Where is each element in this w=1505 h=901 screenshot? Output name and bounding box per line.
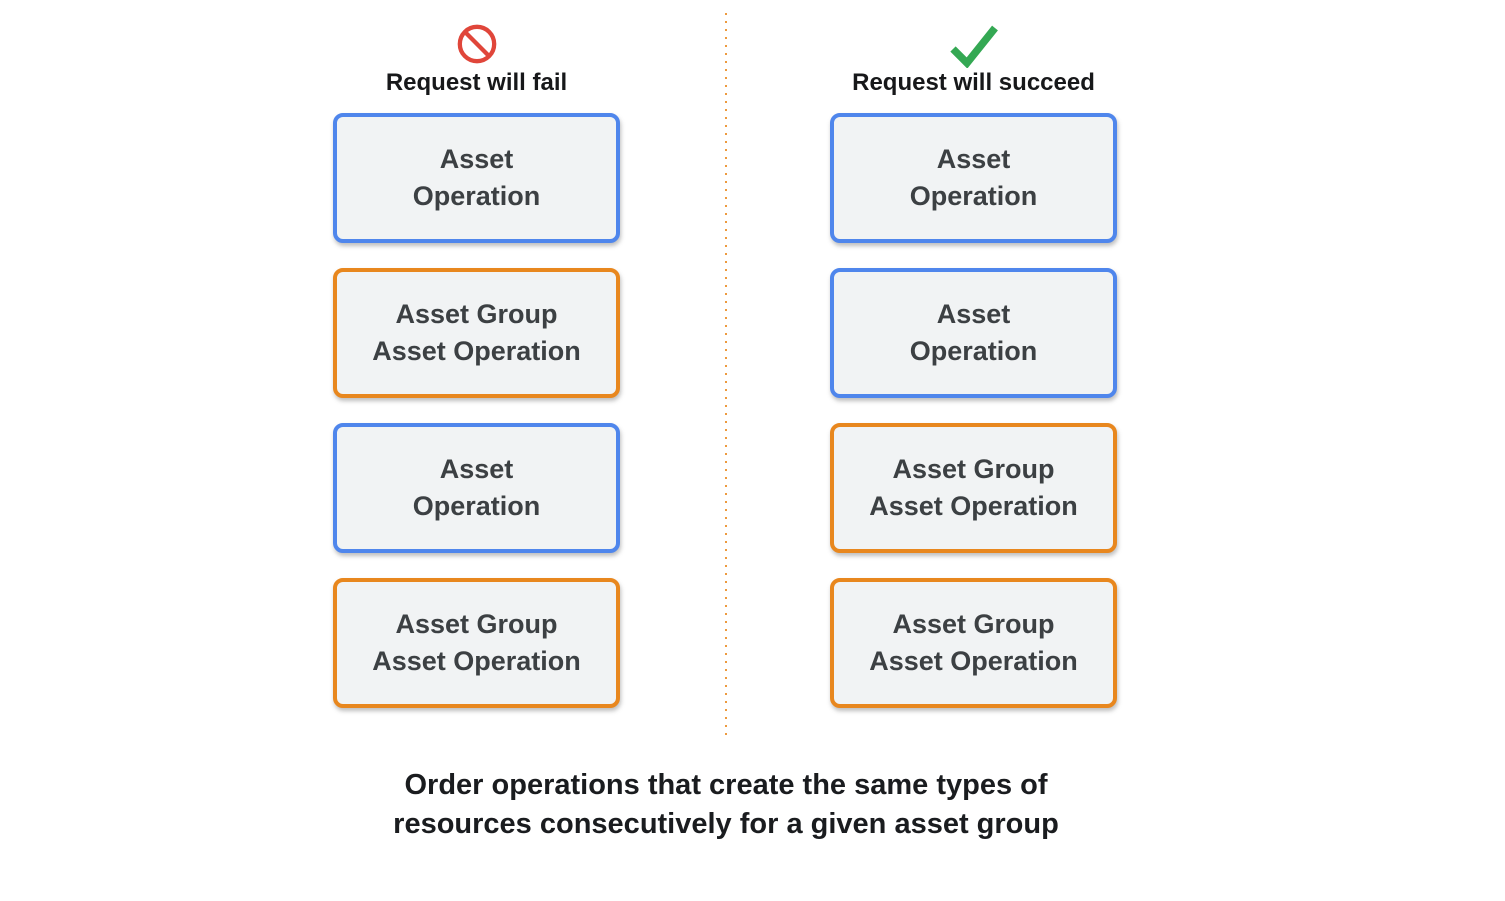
checkmark-icon <box>949 25 998 68</box>
fail-icon-wrap <box>333 20 620 68</box>
box-label: Asset Group Asset Operation <box>869 609 1078 676</box>
fail-column-boxes: Asset Operation Asset Group Asset Operat… <box>333 113 620 708</box>
box-label: Asset Group Asset Operation <box>869 454 1078 521</box>
box-asset-operation: Asset Operation <box>830 113 1117 243</box>
box-asset-group-asset-operation: Asset Group Asset Operation <box>333 268 620 398</box>
box-asset-operation: Asset Operation <box>333 423 620 553</box>
succeed-column-title: Request will succeed <box>852 69 1095 96</box>
diagram-caption: Order operations that create the same ty… <box>393 769 1059 840</box>
box-label: Asset Operation <box>909 144 1038 211</box>
box-label: Asset Operation <box>412 144 541 211</box>
box-label: Asset Operation <box>909 299 1038 366</box>
box-label: Asset Group Asset Operation <box>372 299 581 366</box>
succeed-icon-wrap <box>830 20 1117 68</box>
box-asset-group-asset-operation: Asset Group Asset Operation <box>333 578 620 708</box>
box-label: Asset Group Asset Operation <box>372 609 581 676</box>
box-asset-group-asset-operation: Asset Group Asset Operation <box>830 423 1117 553</box>
fail-column-title: Request will fail <box>385 69 568 96</box>
prohibition-icon <box>457 24 496 64</box>
box-asset-group-asset-operation: Asset Group Asset Operation <box>830 578 1117 708</box>
box-asset-operation: Asset Operation <box>830 268 1117 398</box>
box-label: Asset Operation <box>412 454 541 521</box>
dotted-divider-line <box>725 13 727 738</box>
succeed-column-boxes: Asset Operation Asset Operation Asset Gr… <box>830 113 1117 708</box>
box-asset-operation: Asset Operation <box>333 113 620 243</box>
